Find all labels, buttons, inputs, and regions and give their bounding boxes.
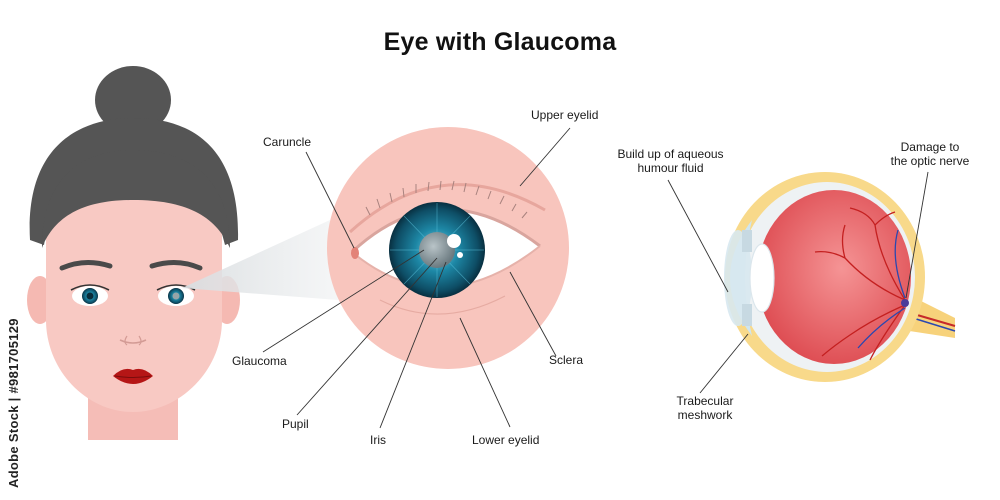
- face-skin: [46, 176, 222, 412]
- cross-section-iris-bottom: [742, 304, 752, 326]
- stock-watermark: Adobe Stock | #981705129: [6, 318, 21, 488]
- label-iris: Iris: [370, 433, 386, 447]
- left-eye-pupil: [86, 292, 94, 300]
- zoom-beam: [182, 220, 338, 300]
- label-trabecular-line2: meshwork: [677, 408, 733, 422]
- label-build-up-line2: humour fluid: [637, 161, 704, 175]
- label-pupil: Pupil: [282, 417, 309, 431]
- label-damage-line1: Damage to: [900, 140, 960, 154]
- lens: [749, 243, 775, 313]
- retina: [757, 190, 911, 364]
- page-title: Eye with Glaucoma: [383, 28, 617, 56]
- eye-cross-section: [724, 172, 956, 382]
- label-sclera: Sclera: [549, 353, 584, 367]
- eye-closeup: [327, 127, 569, 369]
- woman-face: [27, 66, 240, 440]
- label-lower-eyelid: Lower eyelid: [472, 433, 540, 447]
- label-optic-nerve-damage: Damage to the optic nerve: [880, 140, 980, 168]
- nose: [119, 339, 147, 344]
- label-trabecular-meshwork: Trabecular meshwork: [665, 394, 745, 422]
- caruncle: [351, 247, 359, 259]
- label-glaucoma: Glaucoma: [232, 354, 287, 368]
- hair: [29, 118, 239, 245]
- light-reflection-large: [447, 234, 461, 248]
- label-upper-eyelid: Upper eyelid: [531, 108, 599, 122]
- hair-bun: [95, 66, 171, 134]
- left-eyebrow: [59, 260, 113, 271]
- cross-section-leader-lines: [667, 171, 929, 394]
- optic-disc-damage: [901, 299, 909, 307]
- lips: [113, 368, 153, 384]
- label-build-up-aqueous: Build up of aqueous humour fluid: [608, 147, 733, 175]
- label-caruncle: Caruncle: [263, 135, 312, 149]
- leader-lines: [262, 127, 571, 429]
- cross-section-iris-top: [742, 230, 752, 252]
- upper-eyelid-crease: [348, 183, 546, 234]
- anterior-chamber: [724, 230, 752, 326]
- label-trabecular-line1: Trabecular: [676, 394, 734, 408]
- light-reflection-small: [457, 252, 463, 258]
- label-damage-line2: the optic nerve: [890, 154, 970, 168]
- upper-eyelashes: [365, 180, 528, 219]
- pupil: [419, 232, 455, 268]
- hair-fringe: [42, 150, 230, 248]
- right-eye-pupil: [172, 292, 180, 300]
- retinal-vessels: [814, 207, 906, 361]
- right-eyebrow: [149, 260, 203, 271]
- label-build-up-line1: Build up of aqueous: [617, 147, 724, 161]
